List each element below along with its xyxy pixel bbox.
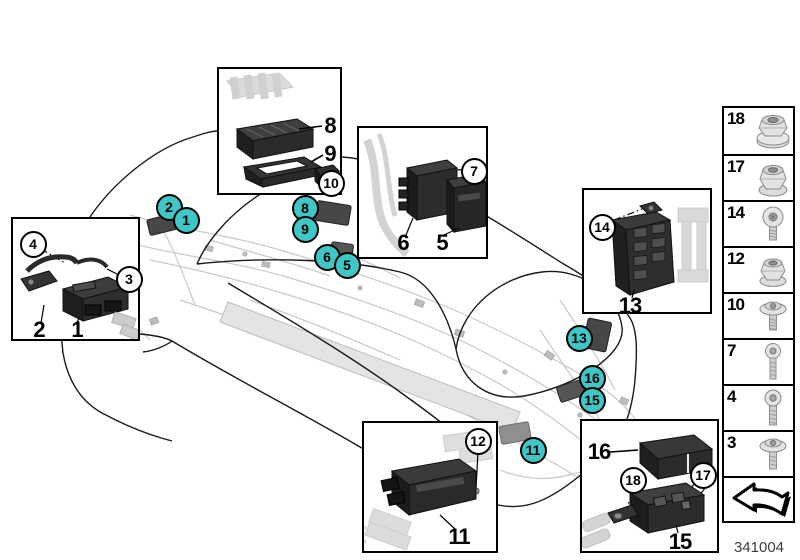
fastener-cell-10[interactable]: 10 [724, 292, 793, 338]
fastener-number: 4 [727, 387, 737, 406]
fastener-number: 18 [727, 109, 745, 128]
fastener-cell-18[interactable]: 18 [724, 108, 793, 154]
long-screw-icon [752, 342, 792, 384]
rear-fusebox-illustration [610, 201, 709, 299]
pan-screw-icon [752, 204, 792, 246]
part-label-16[interactable]: 16 [587, 439, 612, 464]
fastener-column: 18 17 [722, 106, 795, 523]
part-label-8[interactable]: 8 [324, 113, 336, 138]
part-label-15[interactable]: 15 [668, 529, 693, 554]
callout-ref-12[interactable]: 12 [464, 427, 492, 455]
direction-arrow-icon [732, 482, 791, 517]
fastener-number: 17 [727, 157, 745, 176]
ghost-fusebox [226, 72, 295, 100]
part-label-13[interactable]: 13 [618, 293, 643, 318]
part-label-1[interactable]: 1 [71, 317, 83, 342]
part-label-5[interactable]: 5 [436, 230, 448, 255]
fastener-number: 10 [727, 295, 745, 314]
control-units-illustration [363, 133, 486, 257]
callout-location-1[interactable]: 1 [172, 206, 200, 234]
callout-location-11[interactable]: 11 [519, 436, 547, 464]
detail-box-control-units: 7 6 5 [357, 126, 488, 259]
harness-channel [219, 301, 521, 433]
callout-location-15[interactable]: 15 [578, 386, 606, 414]
part-label-9[interactable]: 9 [324, 141, 336, 166]
washer-screw-icon [752, 434, 792, 476]
callout-ref-14[interactable]: 14 [588, 213, 616, 241]
fastener-number: 7 [727, 341, 737, 360]
washer-screw-icon [752, 296, 792, 338]
detail-box-fuse-carrier: 8 9 10 [217, 67, 345, 197]
fastener-number: 12 [727, 249, 745, 268]
callout-ref-17[interactable]: 17 [689, 461, 717, 489]
hex-nut-icon [752, 250, 792, 292]
part-label-11[interactable]: 11 [448, 524, 470, 549]
fastener-cell-7[interactable]: 7 [724, 338, 793, 384]
hex-nut-icon [752, 158, 792, 200]
fastener-cell-12[interactable]: 12 [724, 246, 793, 292]
callout-location-5[interactable]: 5 [333, 251, 361, 279]
long-screw-icon [752, 388, 792, 430]
callout-ref-4[interactable]: 4 [19, 230, 47, 258]
callout-ref-18[interactable]: 18 [619, 466, 647, 494]
callout-ref-10[interactable]: 10 [317, 169, 345, 197]
callout-location-9[interactable]: 9 [291, 215, 319, 243]
detail-box-rear-fusebox: 14 13 [582, 188, 712, 318]
part-label-2[interactable]: 2 [33, 317, 45, 342]
ghost-bracket [677, 207, 709, 283]
fastener-cell-4[interactable]: 4 [724, 384, 793, 430]
fastener-cell-14[interactable]: 14 [724, 200, 793, 246]
detail-box-front-module: 4 3 2 1 [11, 217, 143, 342]
flange-nut-icon [752, 110, 792, 152]
car-body-outline [60, 130, 638, 508]
front-module-illustration [20, 248, 138, 339]
ghost-cable-lugs [582, 512, 611, 549]
diagram-number: 341004 [733, 539, 785, 556]
callout-location-13[interactable]: 13 [565, 324, 593, 352]
fastener-number: 14 [727, 203, 745, 222]
harness-connectors [129, 244, 630, 449]
callout-ref-3[interactable]: 3 [115, 265, 143, 293]
part-label-6[interactable]: 6 [397, 230, 409, 255]
fastener-number: 3 [727, 433, 737, 452]
fastener-cell-3[interactable]: 3 [724, 430, 793, 476]
detail-box-gateway-module: 12 11 [362, 421, 498, 553]
detail-box-battery-distribution: 16 18 17 15 [580, 419, 719, 553]
callout-ref-7[interactable]: 7 [460, 157, 488, 185]
battery-distribution-illustration [582, 434, 714, 549]
direction-arrow-cell[interactable] [724, 476, 793, 521]
fastener-cell-17[interactable]: 17 [724, 154, 793, 200]
